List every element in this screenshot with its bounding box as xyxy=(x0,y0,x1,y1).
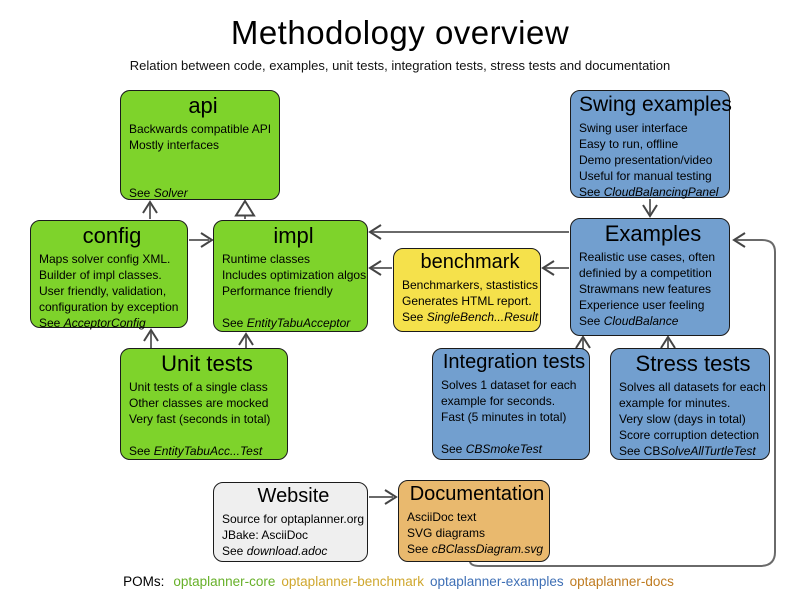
api-box-line: See Solver xyxy=(129,186,188,201)
benchmark-box-line: See SingleBench...Result xyxy=(402,310,539,324)
stress-box-line: Solves all datasets for each xyxy=(619,380,766,395)
impl-box-line: Runtime classes xyxy=(222,252,311,267)
integration-box-title: Integration tests xyxy=(442,351,586,373)
unit-box-line: See EntityTabuAcc...Test xyxy=(129,444,263,459)
integration-box-line: See CBSmokeTest xyxy=(441,442,542,456)
api-box-line xyxy=(129,169,277,185)
arrow-stress-to-examples xyxy=(660,335,676,349)
poms-label: POMs: xyxy=(123,574,165,589)
config-box-line: configuration by exception xyxy=(39,300,179,315)
config-box-line: Maps solver config XML. xyxy=(39,252,171,267)
benchmark-box-title: benchmark xyxy=(420,251,520,273)
config-box-line: See AcceptorConfig xyxy=(39,316,146,331)
page-subtitle: Relation between code, examples, unit te… xyxy=(129,58,671,73)
arrow-examples-to-impl xyxy=(368,224,569,240)
integration-box-line: Fast (5 minutes in total) xyxy=(441,410,567,424)
pom-module-optaplanner-benchmark: optaplanner-benchmark xyxy=(281,574,424,589)
arrow-integration-to-examples xyxy=(575,335,591,349)
config-box-line: Builder of impl classes. xyxy=(39,268,162,283)
api-box-line xyxy=(129,153,277,169)
arrow-website-to-documentation xyxy=(369,489,398,505)
arrow-examples-to-benchmark xyxy=(541,260,569,276)
arrow-unittests-to-impl xyxy=(238,332,254,349)
examples-box-line: See CloudBalance xyxy=(579,314,679,329)
website-box-line: Source for optaplanner.org xyxy=(222,512,365,526)
swing-box-line: Demo presentation/video xyxy=(579,153,713,168)
config-box-title: config xyxy=(82,223,142,248)
documentation-box-line: See cBClassDiagram.svg xyxy=(407,542,544,556)
unit-box-line: Very fast (seconds in total) xyxy=(129,412,271,427)
arrow-benchmark-to-impl xyxy=(368,260,392,276)
examples-box-title: Examples xyxy=(604,221,702,246)
documentation-box-title: Documentation xyxy=(409,483,545,505)
stress-box-line: example for minutes. xyxy=(619,396,731,411)
impl-box-line: Includes optimization algos xyxy=(222,268,367,283)
arrow-impl-to-api xyxy=(234,199,256,219)
swing-box-line: Useful for manual testing xyxy=(579,169,712,184)
pom-module-optaplanner-core: optaplanner-core xyxy=(173,574,276,589)
impl-box-line: Performance friendly xyxy=(222,284,333,299)
pom-module-optaplanner-docs: optaplanner-docs xyxy=(569,574,674,589)
config-box-line: User friendly, validation, xyxy=(39,284,167,299)
swing-box-line: Swing user interface xyxy=(579,121,688,136)
integration-box-line xyxy=(441,425,587,441)
documentation-box-line: AsciiDoc text xyxy=(407,510,477,524)
arrow-documentation-to-examples xyxy=(469,232,776,567)
stress-box-line: Score corruption detection xyxy=(619,428,760,443)
arrow-config-to-api xyxy=(142,200,158,219)
examples-box-line: Experience user feeling xyxy=(579,298,705,313)
examples-box-line: Strawmans new features xyxy=(579,282,712,297)
unit-box-title: Unit tests xyxy=(161,351,253,376)
impl-box-line: See EntityTabuAcceptor xyxy=(222,316,351,331)
unit-box-line xyxy=(129,427,285,443)
impl-box-title: impl xyxy=(273,223,314,248)
poms-line: POMs: optaplanner-core optaplanner-benchma… xyxy=(0,574,800,589)
website-box-title: Website xyxy=(257,485,330,507)
arrow-unittests-to-config xyxy=(143,328,159,349)
benchmark-box-line: Benchmarkers, stastistics xyxy=(402,278,539,292)
unit-box-line: Other classes are mocked xyxy=(129,396,269,411)
api-box-line: Backwards compatible API xyxy=(129,122,272,137)
swing-box-title: Swing examples xyxy=(579,93,732,116)
stress-box-line: Very slow (days in total) xyxy=(619,412,746,427)
arrow-config-to-impl xyxy=(189,232,214,248)
api-box-line: Mostly interfaces xyxy=(129,138,220,153)
examples-box-line: definied by a competition xyxy=(579,266,712,281)
stress-box-title: Stress tests xyxy=(635,351,751,376)
examples-box-line: Realistic use cases, often xyxy=(579,250,716,265)
unit-box-line: Unit tests of a single class xyxy=(129,380,268,395)
website-box-line: JBake: AsciiDoc xyxy=(222,528,309,542)
integration-box-line: Solves 1 dataset for each xyxy=(441,378,577,392)
arrow-swing-to-examples xyxy=(642,199,658,218)
website-box-line: See download.adoc xyxy=(222,544,328,558)
pom-module-optaplanner-examples: optaplanner-examples xyxy=(430,574,564,589)
swing-box-line: Easy to run, offline xyxy=(579,137,679,152)
swing-box-line: See CloudBalancingPanel xyxy=(579,185,719,200)
documentation-box-line: SVG diagrams xyxy=(407,526,486,540)
api-box-title: api xyxy=(188,93,218,118)
impl-box-line xyxy=(222,299,365,315)
page-title: Methodology overview xyxy=(230,14,570,51)
benchmark-box-line: Generates HTML report. xyxy=(402,294,532,308)
integration-box-line: example for seconds. xyxy=(441,394,556,408)
stress-box-line: See CBSolveAllTurtleTest xyxy=(619,444,756,459)
